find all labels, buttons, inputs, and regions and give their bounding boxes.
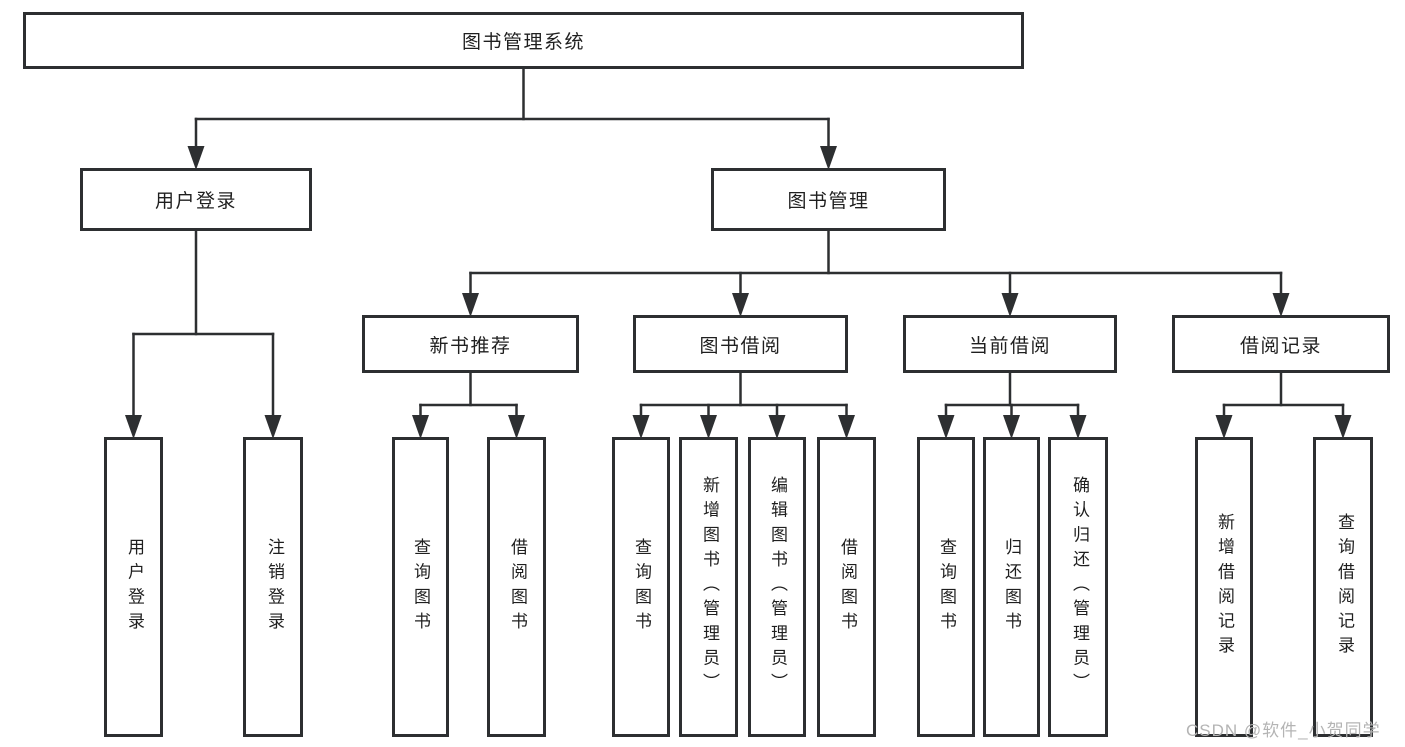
node-add-borrow-record: 新增借阅记录 xyxy=(1195,437,1253,737)
node-borrow-books-borrowing: 借阅图书 xyxy=(817,437,876,737)
connector-arrow xyxy=(1334,415,1352,439)
node-edit-books-admin: 编辑图书（管理员） xyxy=(748,437,806,737)
node-confirm-return-admin: 确认归还（管理员） xyxy=(1048,437,1108,737)
node-query-books-borrowing: 查询图书 xyxy=(612,437,670,737)
connector-arrow xyxy=(508,415,525,439)
connector-arrow xyxy=(1001,293,1019,317)
node-query-books-current: 查询图书 xyxy=(917,437,975,737)
connector-arrow xyxy=(187,146,205,170)
node-new-book-recommendation: 新书推荐 xyxy=(362,315,579,373)
connector-arrow xyxy=(820,146,837,170)
connector-arrow xyxy=(264,415,282,439)
connector-arrow xyxy=(768,415,786,439)
connector-arrow xyxy=(462,293,479,317)
connector-arrow xyxy=(700,415,717,439)
node-borrowing-records: 借阅记录 xyxy=(1172,315,1390,373)
node-query-books-recommend: 查询图书 xyxy=(392,437,449,737)
connector-arrow xyxy=(1272,293,1290,317)
connector-arrow xyxy=(1003,415,1020,439)
csdn-watermark: CSDN @软件_小贺同学 xyxy=(1186,721,1381,740)
connector-arrow xyxy=(125,415,142,439)
connector-arrow xyxy=(1069,415,1087,439)
connector-arrow xyxy=(838,415,855,439)
connector-arrow xyxy=(1215,415,1233,439)
node-logout: 注销登录 xyxy=(243,437,303,737)
node-current-borrowing: 当前借阅 xyxy=(903,315,1117,373)
node-library-system: 图书管理系统 xyxy=(23,12,1024,69)
connector-arrow xyxy=(732,293,749,317)
node-return-books: 归还图书 xyxy=(983,437,1040,737)
node-query-borrow-record: 查询借阅记录 xyxy=(1313,437,1373,737)
node-user-login: 用户登录 xyxy=(80,168,312,231)
node-book-borrowing: 图书借阅 xyxy=(633,315,848,373)
connector-arrow xyxy=(937,415,955,439)
connector-arrow xyxy=(412,415,429,439)
node-user-login-leaf: 用户登录 xyxy=(104,437,163,737)
node-add-books-admin: 新增图书（管理员） xyxy=(679,437,738,737)
connector-arrow xyxy=(632,415,650,439)
node-borrow-books-recommend: 借阅图书 xyxy=(487,437,546,737)
node-book-management: 图书管理 xyxy=(711,168,946,231)
